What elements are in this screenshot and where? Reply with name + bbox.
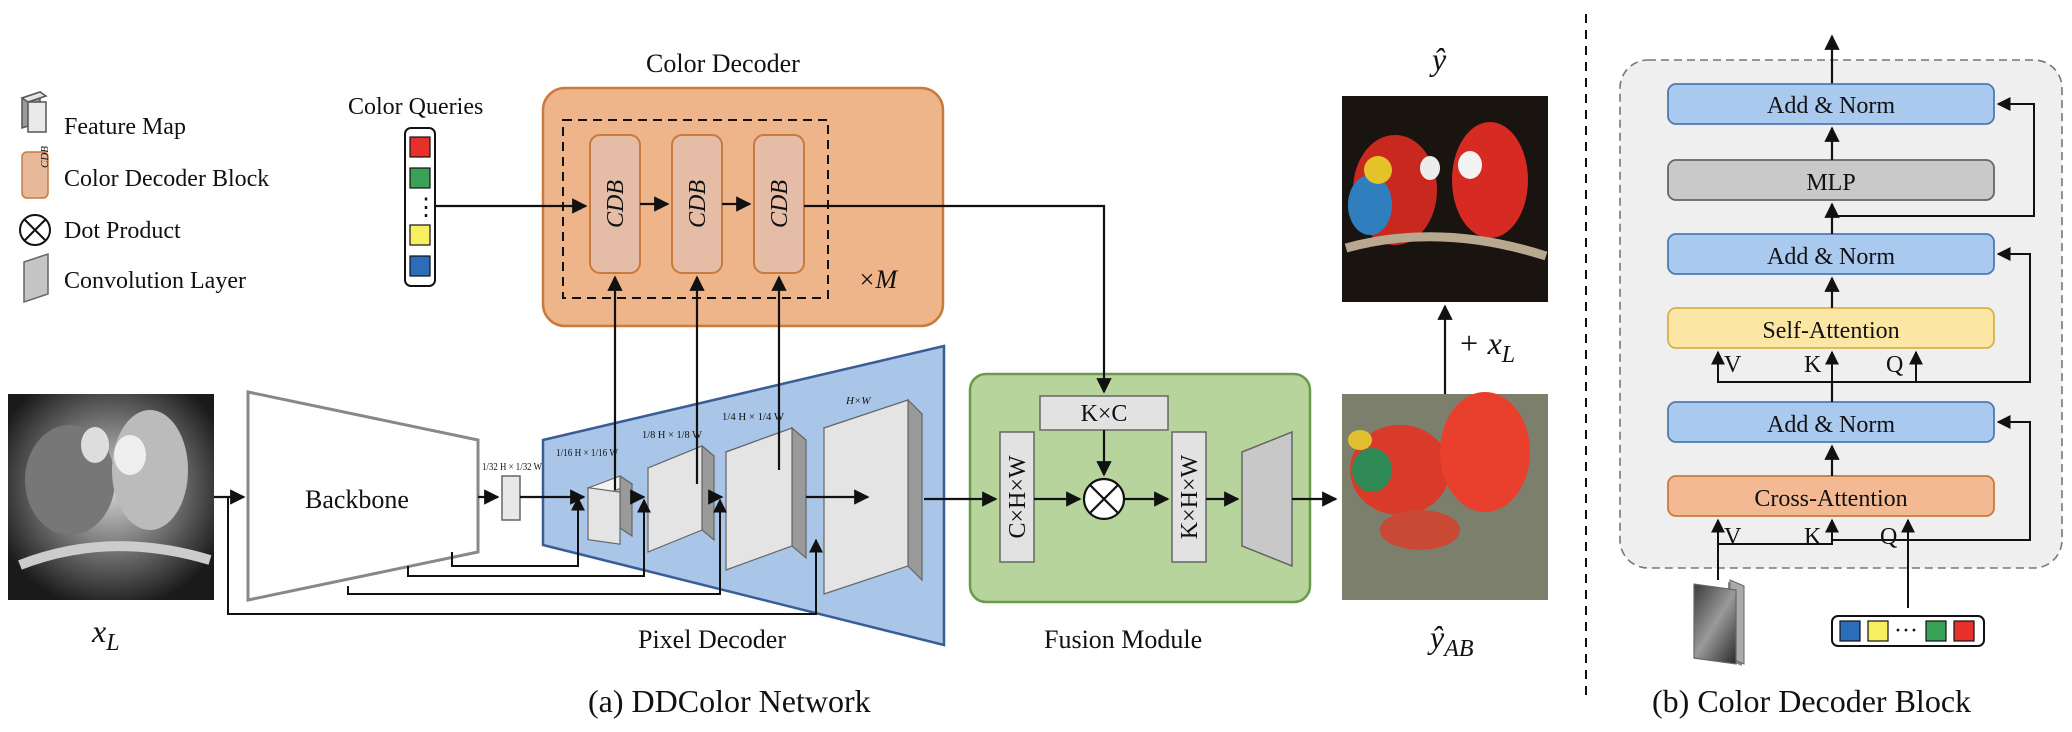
y-hat-label: ŷ xyxy=(1429,41,1447,77)
backbone-label: Backbone xyxy=(305,485,409,514)
sa-input-q: Q xyxy=(1886,352,1903,378)
color-queries-title: Color Queries xyxy=(348,94,483,120)
fusion-module-panel xyxy=(968,372,1312,604)
query-swatch xyxy=(1867,620,1889,642)
kc-label: K×C xyxy=(1081,401,1128,427)
query-swatch xyxy=(1839,620,1861,642)
cdb-legend-icon: CDB xyxy=(21,146,51,199)
scale-label-1-4: 1/4 H × 1/4 W xyxy=(722,411,785,423)
query-ellipsis: ··· xyxy=(1894,618,1918,644)
legend-cdb-block: Color Decoder Block xyxy=(64,166,269,192)
ca-input-k: K xyxy=(1804,524,1822,550)
cdb-legend-icon-text: CDB xyxy=(39,146,51,168)
add-norm-low-label: Add & Norm xyxy=(1767,412,1895,438)
input-grayscale-image xyxy=(8,394,214,600)
legend-dot-product: Dot Product xyxy=(64,218,181,244)
color-decoder-title: Color Decoder xyxy=(646,49,800,78)
legend-feature-map: Feature Map xyxy=(64,114,186,140)
khw-label: K×H×W xyxy=(1177,454,1203,539)
add-norm-top-block xyxy=(1667,83,1995,125)
x-l-label: xL xyxy=(91,613,120,656)
dot-product-icon xyxy=(1082,477,1126,521)
color-query-swatch xyxy=(409,224,431,246)
color-query-swatch xyxy=(409,136,431,158)
query-swatch xyxy=(1953,620,1975,642)
color-query-swatch xyxy=(409,255,431,277)
sa-input-k: K xyxy=(1804,352,1822,378)
sa-input-v: V xyxy=(1724,352,1742,378)
cdb-label-1: CDB xyxy=(603,180,629,228)
self-attention-label: Self-Attention xyxy=(1762,318,1899,344)
cdb-label-2: CDB xyxy=(685,180,711,228)
pixel-decoder-label: Pixel Decoder xyxy=(638,625,786,654)
color-query-swatch xyxy=(409,167,431,189)
cdb-color-queries: ··· xyxy=(1831,615,1985,647)
conv-layer-legend-icon xyxy=(23,252,49,304)
feature-map-1-4: 1/4 H × 1/4 W xyxy=(722,411,808,571)
mlp-label: MLP xyxy=(1806,170,1855,196)
legend: Feature Map CDB Color Decoder Block Dot … xyxy=(19,90,269,304)
y-hat-ab-label: ŷAB xyxy=(1427,619,1474,662)
ca-input-v: V xyxy=(1724,524,1742,550)
repeat-m-label: ×M xyxy=(858,265,899,294)
legend-conv-layer: Convolution Layer xyxy=(64,268,246,294)
scale-label-1-8: 1/8 H × 1/8 W xyxy=(642,429,703,441)
feature-map-full: H×W xyxy=(822,395,924,595)
caption-left: (a) DDColor Network xyxy=(588,683,871,719)
fusion-module-label: Fusion Module xyxy=(1044,625,1202,654)
feature-image-stack xyxy=(1693,579,1745,666)
color-queries: Color Queries ⋮ xyxy=(348,94,483,287)
output-ab-image xyxy=(1342,392,1548,600)
backbone-block xyxy=(246,390,480,602)
feature-map-1-16: 1/16 H × 1/16 W xyxy=(556,447,634,545)
output-color-image xyxy=(1342,96,1548,302)
cross-attention-label: Cross-Attention xyxy=(1754,486,1907,512)
add-norm-top-label: Add & Norm xyxy=(1767,93,1895,119)
color-queries-ellipsis: ⋮ xyxy=(414,195,438,221)
cdb-label-3: CDB xyxy=(767,180,793,228)
dot-product-legend-icon xyxy=(19,214,51,246)
color-decoder: Color Decoder CDB CDB CDB ×M xyxy=(541,49,945,328)
scale-label-full: H×W xyxy=(845,395,871,407)
scale-label-1-32: 1/32 H × 1/32 W xyxy=(482,461,542,473)
chw-label: C×H×W xyxy=(1005,455,1031,538)
ca-input-q: Q xyxy=(1880,524,1897,550)
feature-map-icon xyxy=(20,90,48,133)
caption-right: (b) Color Decoder Block xyxy=(1652,683,1971,719)
add-norm-mid-label: Add & Norm xyxy=(1767,244,1895,270)
conv-layer-icon xyxy=(1241,430,1293,568)
cdb-block-2: CDB xyxy=(671,134,723,274)
feature-map-1-32: 1/32 H × 1/32 W xyxy=(482,461,542,521)
query-swatch xyxy=(1925,620,1947,642)
cdb-block-3: CDB xyxy=(753,134,805,274)
cdb-block-1: CDB xyxy=(589,134,641,274)
scale-label-1-16: 1/16 H × 1/16 W xyxy=(556,447,619,459)
plus-x-l-label: + xL xyxy=(1458,325,1515,368)
feature-map-1-8: 1/8 H × 1/8 W xyxy=(642,429,716,553)
